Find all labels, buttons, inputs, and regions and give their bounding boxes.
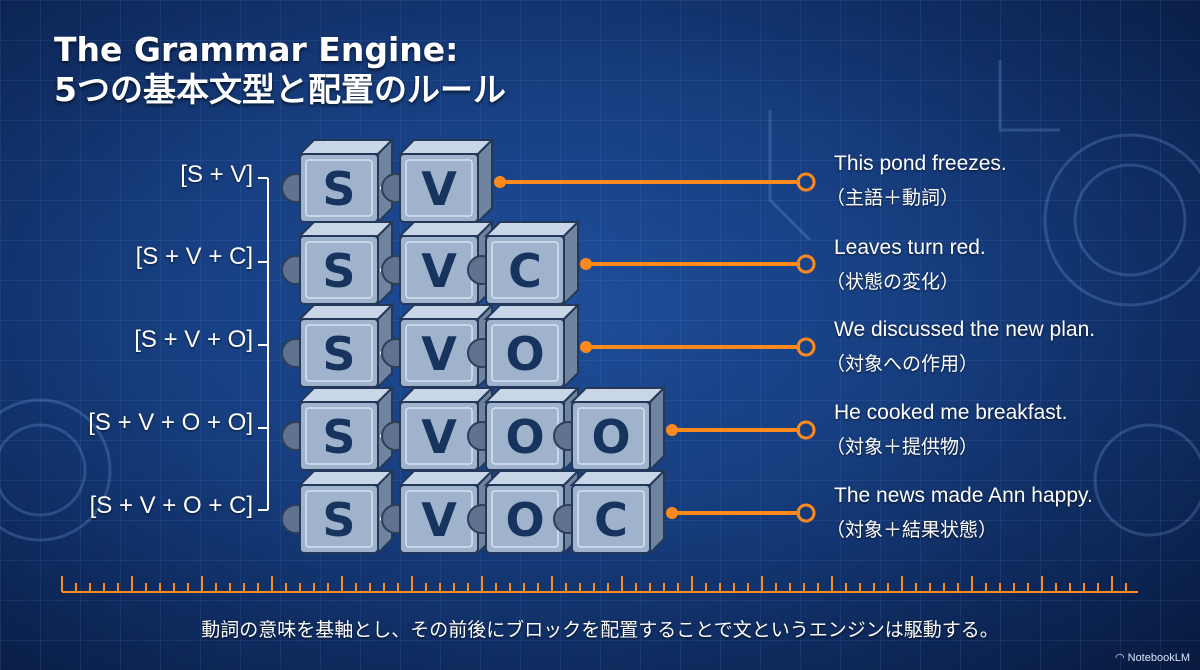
block-letter: O	[505, 410, 544, 464]
example-note-sv: （主語＋動詞）	[826, 188, 960, 209]
example-note-svoo: （対象＋提供物）	[826, 437, 979, 458]
block-c: C	[467, 219, 581, 307]
pattern-label-svoc: [S + V + O + C]	[89, 492, 253, 519]
orange-ruler	[61, 576, 1138, 593]
example-note-svo: （対象への作用）	[826, 354, 979, 375]
example-sentence-svoo: He cooked me breakfast.	[834, 401, 1068, 424]
block-s: S	[281, 137, 395, 225]
title-line-1: The Grammar Engine:	[54, 30, 459, 69]
block-letter: S	[322, 410, 355, 464]
title-line-2: 5つの基本文型と配置のルール	[54, 70, 506, 109]
example-sentence-svoc: The news made Ann happy.	[834, 484, 1093, 507]
example-sentence-sv: This pond freezes.	[834, 152, 1007, 175]
block-s: S	[281, 302, 395, 390]
block-v: V	[381, 219, 495, 307]
example-note-svoc: （対象＋結果状態）	[826, 520, 998, 541]
pattern-label-sv: [S + V]	[180, 161, 253, 188]
pattern-label-svc: [S + V + C]	[135, 243, 253, 270]
block-letter: V	[421, 410, 457, 464]
pattern-label-svo: [S + V + O]	[134, 326, 253, 353]
block-c: C	[553, 468, 667, 556]
brand-label: NotebookLM	[1127, 652, 1190, 664]
example-note-svc: （状態の変化）	[826, 272, 960, 293]
block-letter: S	[322, 162, 355, 216]
block-letter: S	[322, 244, 355, 298]
block-letter: V	[421, 327, 457, 381]
example-sentence-svo: We discussed the new plan.	[834, 318, 1096, 341]
block-letter: O	[591, 410, 630, 464]
pattern-label-svoo: [S + V + O + O]	[88, 409, 253, 436]
block-s: S	[281, 468, 395, 556]
block-o: O	[553, 385, 667, 473]
example-sentence-svc: Leaves turn red.	[834, 236, 986, 259]
block-letter: O	[505, 327, 544, 381]
page-title: The Grammar Engine: 5つの基本文型と配置のルール	[54, 30, 506, 110]
block-letter: V	[421, 162, 457, 216]
block-o: O	[467, 468, 581, 556]
block-o: O	[467, 302, 581, 390]
block-letter: C	[508, 244, 542, 298]
block-letter: V	[421, 244, 457, 298]
notebooklm-brand: ◠ NotebookLM	[1115, 651, 1190, 664]
block-s: S	[281, 219, 395, 307]
block-v: V	[381, 137, 495, 225]
block-letter: V	[421, 493, 457, 547]
block-letter: S	[322, 327, 355, 381]
summary-caption: 動詞の意味を基軸とし、その前後にブロックを配置することで文というエンジンは駆動す…	[201, 619, 999, 641]
brand-icon: ◠	[1114, 652, 1128, 664]
block-letter: S	[322, 493, 355, 547]
block-letter: C	[594, 493, 628, 547]
block-s: S	[281, 385, 395, 473]
block-letter: O	[505, 493, 544, 547]
